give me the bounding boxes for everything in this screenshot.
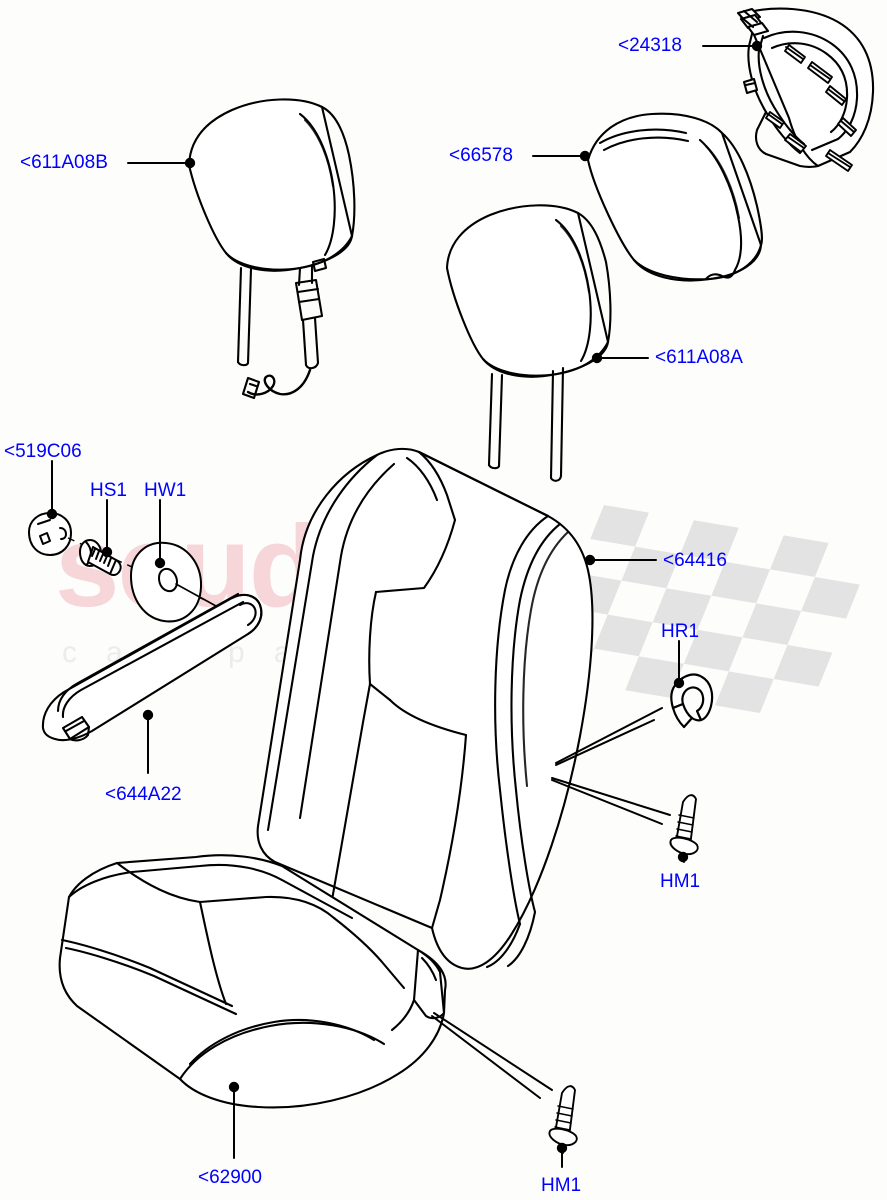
- part-label-24318[interactable]: <24318: [618, 35, 682, 56]
- part-24318-seat-back-trim-panel: [736, 7, 875, 172]
- part-label-64416[interactable]: <64416: [663, 550, 727, 571]
- part-label-611a08a[interactable]: <611A08A: [655, 347, 743, 368]
- part-label-519c06[interactable]: <519C06: [4, 441, 82, 462]
- part-611a08a-head-restraint: [445, 204, 612, 482]
- part-label-hs1[interactable]: HS1: [90, 480, 127, 501]
- part-519c06-pivot-cap: [28, 512, 72, 556]
- part-hm1-fastener-lower: [548, 1085, 578, 1154]
- part-label-644a22[interactable]: <644A22: [105, 784, 182, 805]
- part-label-hr1[interactable]: HR1: [661, 621, 700, 642]
- part-label-66578[interactable]: <66578: [449, 145, 513, 166]
- checkered-flag-watermark: [535, 504, 860, 714]
- part-label-62900[interactable]: <62900: [198, 1167, 262, 1188]
- part-label-hm1-upper[interactable]: HM1: [660, 871, 701, 892]
- part-hw1-washer: [130, 541, 217, 623]
- part-644a22-armrest: [41, 592, 263, 742]
- part-611a08b-head-restraint-with-cable: [187, 98, 356, 400]
- fastener-fan-lines-upper: [551, 707, 671, 825]
- part-label-611a08b[interactable]: <611A08B: [20, 152, 108, 173]
- fastener-fan-lines-lower: [431, 1012, 553, 1099]
- part-label-hm1-lower[interactable]: HM1: [541, 1175, 582, 1196]
- part-64416-seat-back-cover: [256, 447, 594, 970]
- part-66578-head-restraint-cushion: [586, 112, 763, 282]
- part-label-hw1[interactable]: HW1: [144, 480, 187, 501]
- leader-lines: [46, 40, 763, 1168]
- part-62900-seat-cushion-cover: [58, 854, 447, 1109]
- part-hs1-pivot-bolt: [79, 539, 122, 577]
